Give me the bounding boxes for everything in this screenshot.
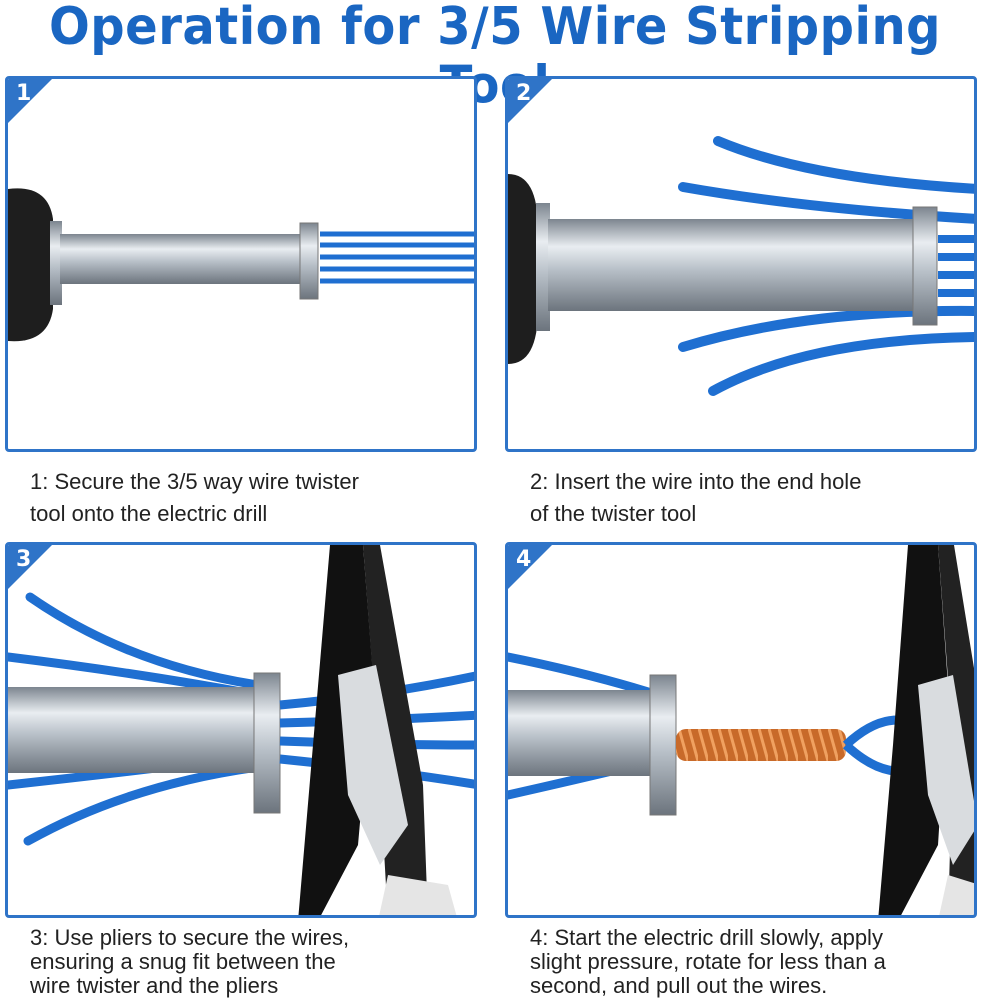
step-badge bbox=[508, 79, 552, 123]
caption-line: of the twister tool bbox=[530, 501, 697, 526]
twister-tool-icon bbox=[60, 222, 319, 300]
step-1-illustration bbox=[8, 188, 474, 342]
caption-line: ensuring a snug fit between the bbox=[30, 949, 336, 974]
caption-line: 2: Insert the wire into the end hole bbox=[530, 469, 862, 494]
step-4-illustration bbox=[508, 545, 974, 915]
step-panel-2: 2 bbox=[505, 76, 977, 452]
step-2-illustration bbox=[508, 136, 974, 396]
step-panel-4: 4 bbox=[505, 542, 977, 918]
twister-tool-icon bbox=[548, 206, 938, 326]
drill-chuck-icon bbox=[8, 188, 62, 342]
caption-line: wire twister and the pliers bbox=[30, 973, 279, 998]
step-badge bbox=[8, 79, 52, 123]
step-number: 3 bbox=[16, 547, 32, 572]
step-3-illustration bbox=[8, 545, 474, 915]
step-3-caption: 3: Use pliers to secure the wires, ensur… bbox=[30, 926, 470, 998]
caption-line: second, and pull out the wires. bbox=[530, 973, 828, 998]
twister-tool-icon bbox=[8, 672, 281, 814]
caption-line: tool onto the electric drill bbox=[30, 501, 268, 526]
blue-wire-icon bbox=[320, 231, 474, 284]
step-badge bbox=[8, 545, 52, 589]
drill-chuck-icon bbox=[508, 174, 550, 364]
caption-line: 1: Secure the 3/5 way wire twister bbox=[30, 469, 359, 494]
caption-line: 4: Start the electric drill slowly, appl… bbox=[530, 925, 883, 950]
caption-line: slight pressure, rotate for less than a bbox=[530, 949, 886, 974]
twister-tool-icon bbox=[508, 674, 677, 816]
step-2-caption: 2: Insert the wire into the end hole of … bbox=[530, 470, 970, 526]
step-panel-3: 3 bbox=[5, 542, 477, 918]
step-number: 1 bbox=[16, 81, 32, 106]
page-title: Operation for 3/5 Wire Stripping Tool bbox=[49, 0, 941, 116]
step-number: 2 bbox=[516, 81, 532, 106]
pliers-icon bbox=[878, 545, 974, 915]
step-badge bbox=[508, 545, 552, 589]
step-panel-1: 1 bbox=[5, 76, 477, 452]
step-number: 4 bbox=[516, 547, 532, 572]
copper-twist-icon bbox=[676, 729, 846, 761]
step-1-caption: 1: Secure the 3/5 way wire twister tool … bbox=[30, 470, 470, 526]
step-4-caption: 4: Start the electric drill slowly, appl… bbox=[530, 926, 970, 998]
caption-line: 3: Use pliers to secure the wires, bbox=[30, 925, 350, 950]
pliers-icon bbox=[298, 545, 457, 915]
